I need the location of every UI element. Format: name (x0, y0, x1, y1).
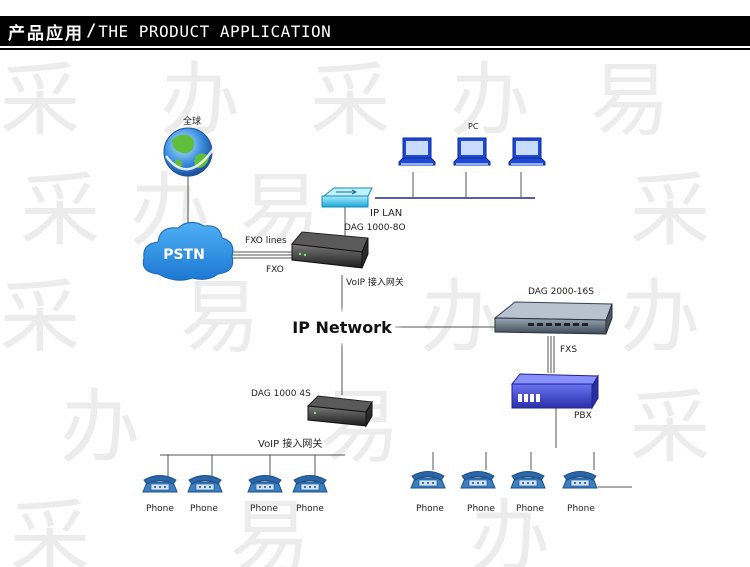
header-title-en: THE PRODUCT APPLICATION (98, 21, 332, 41)
pstn-cloud-icon (142, 222, 234, 281)
phone-icon (187, 475, 223, 493)
pc-icon (508, 137, 546, 166)
dag-1000-8o-label: DAG 1000-8O (344, 223, 406, 233)
ip-lan-label: IP LAN (370, 208, 402, 219)
phone-label: Phone (467, 504, 495, 514)
pbx-device-icon (510, 373, 599, 410)
pbx-label: PBX (574, 411, 592, 421)
watermark-glyph: 采 (630, 381, 710, 474)
ip-network-label: IP Network (292, 318, 392, 337)
phone-label: Phone (190, 504, 218, 514)
header-rule (0, 48, 750, 50)
watermark-layer: 采 办 采 办 易 采 办 易 采 采 易 办 办 办 易 采 采 易 办 (0, 54, 710, 567)
pc-icon (453, 137, 491, 166)
phone-label: Phone (416, 504, 444, 514)
watermark-glyph: 采 (310, 54, 390, 147)
watermark-glyph: 采 (0, 271, 80, 364)
globe-icon (163, 127, 216, 177)
phone-icon (247, 475, 283, 493)
voip-gateway-bottom-label: VoIP 接入网关 (258, 437, 322, 450)
watermark-glyph: 采 (0, 54, 80, 147)
phone-icon (410, 471, 446, 489)
phone-icon (142, 475, 178, 493)
connection-lines (160, 172, 632, 488)
voip-gateway-top-label: VoIP 接入网关 (346, 276, 404, 288)
phone-label: Phone (250, 504, 278, 514)
header-title-cn: 产品应用 (8, 23, 84, 44)
fxo-label: FXO (266, 265, 284, 275)
phone-label: Phone (567, 504, 595, 514)
dag-1000-4s-device-icon (306, 395, 373, 428)
phone-icon (460, 471, 496, 489)
fxs-label: FXS (560, 345, 577, 355)
watermark-glyph: 易 (230, 491, 310, 567)
watermark-glyph: 采 (20, 164, 100, 257)
phone-label: Phone (296, 504, 324, 514)
watermark-glyph: 办 (60, 381, 140, 474)
watermark-glyph: 易 (180, 271, 260, 364)
dag-2000-16s-label: DAG 2000-16S (528, 287, 594, 297)
pc-label: PC (468, 122, 479, 131)
watermark-glyph: 办 (420, 271, 500, 364)
watermark-glyph: 办 (620, 271, 700, 364)
watermark-glyph: 采 (630, 164, 710, 257)
watermark-glyph: 易 (590, 54, 670, 147)
fxo-lines-label: FXO lines (245, 236, 287, 246)
watermark-glyph: 办 (450, 54, 530, 147)
phone-label: Phone (146, 504, 174, 514)
header-separator: / (86, 21, 97, 41)
dag-1000-8o-device-icon (291, 231, 369, 269)
watermark-glyph: 易 (320, 381, 400, 474)
dag-1000-4s-label: DAG 1000 4S (251, 389, 311, 399)
dag-2000-16s-device-icon (493, 301, 613, 335)
ip-network-glow (280, 307, 404, 347)
lan-switch-icon (321, 187, 373, 208)
page-header: 产品应用 / THE PRODUCT APPLICATION (0, 16, 750, 46)
pstn-label: PSTN (163, 247, 205, 263)
phone-label: Phone (516, 504, 544, 514)
watermark-glyph: 办 (470, 491, 550, 567)
phone-icon (510, 471, 546, 489)
watermark-glyph: 采 (10, 491, 90, 567)
phone-icon (292, 475, 328, 493)
pc-icon (398, 137, 436, 166)
global-label: 全球 (183, 115, 201, 127)
phone-icon (562, 471, 598, 489)
